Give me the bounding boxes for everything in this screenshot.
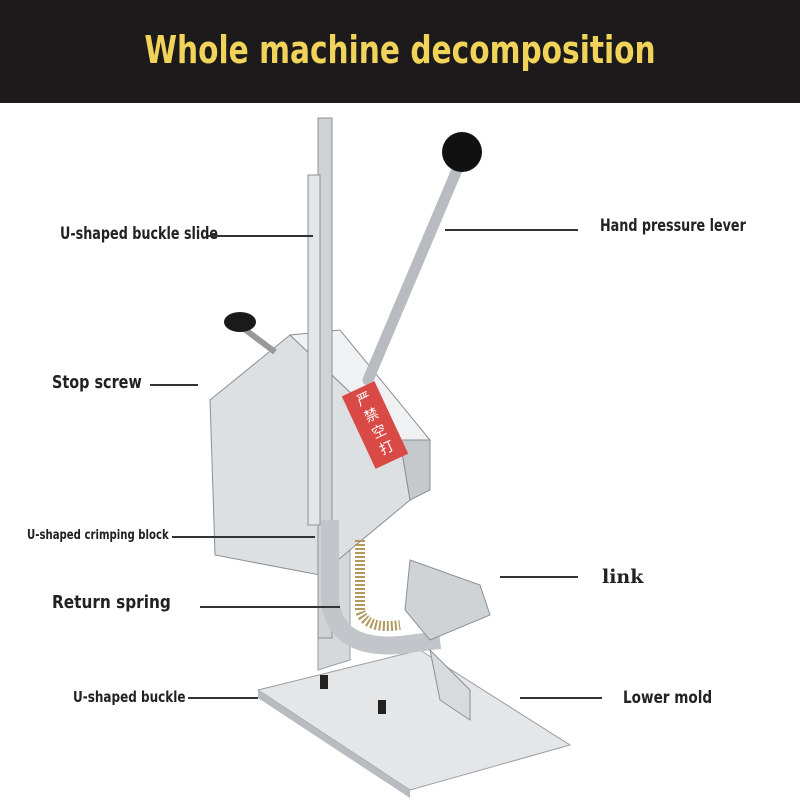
label-lower-mold: Lower mold bbox=[623, 688, 713, 708]
leader-line bbox=[172, 536, 315, 538]
label-u-shaped-buckle: U-shaped buckle bbox=[73, 688, 186, 706]
leader-line bbox=[188, 697, 258, 699]
label-stop-screw: Stop screw bbox=[52, 372, 142, 393]
leader-line bbox=[500, 576, 578, 578]
leader-line bbox=[520, 697, 602, 699]
leader-line bbox=[200, 606, 340, 608]
label-u-shaped-buckle-slide: U-shaped buckle slide bbox=[60, 224, 219, 244]
label-link: link bbox=[602, 566, 644, 588]
label-return-spring: Return spring bbox=[52, 592, 171, 613]
leader-line bbox=[445, 229, 578, 231]
leader-line bbox=[208, 235, 313, 237]
leader-line bbox=[150, 384, 198, 386]
label-u-shaped-crimping-block: U-shaped crimping block bbox=[27, 528, 169, 543]
header-banner: Whole machine decomposition bbox=[0, 0, 800, 103]
page-title: Whole machine decomposition bbox=[144, 28, 656, 72]
label-hand-pressure-lever: Hand pressure lever bbox=[600, 216, 746, 236]
